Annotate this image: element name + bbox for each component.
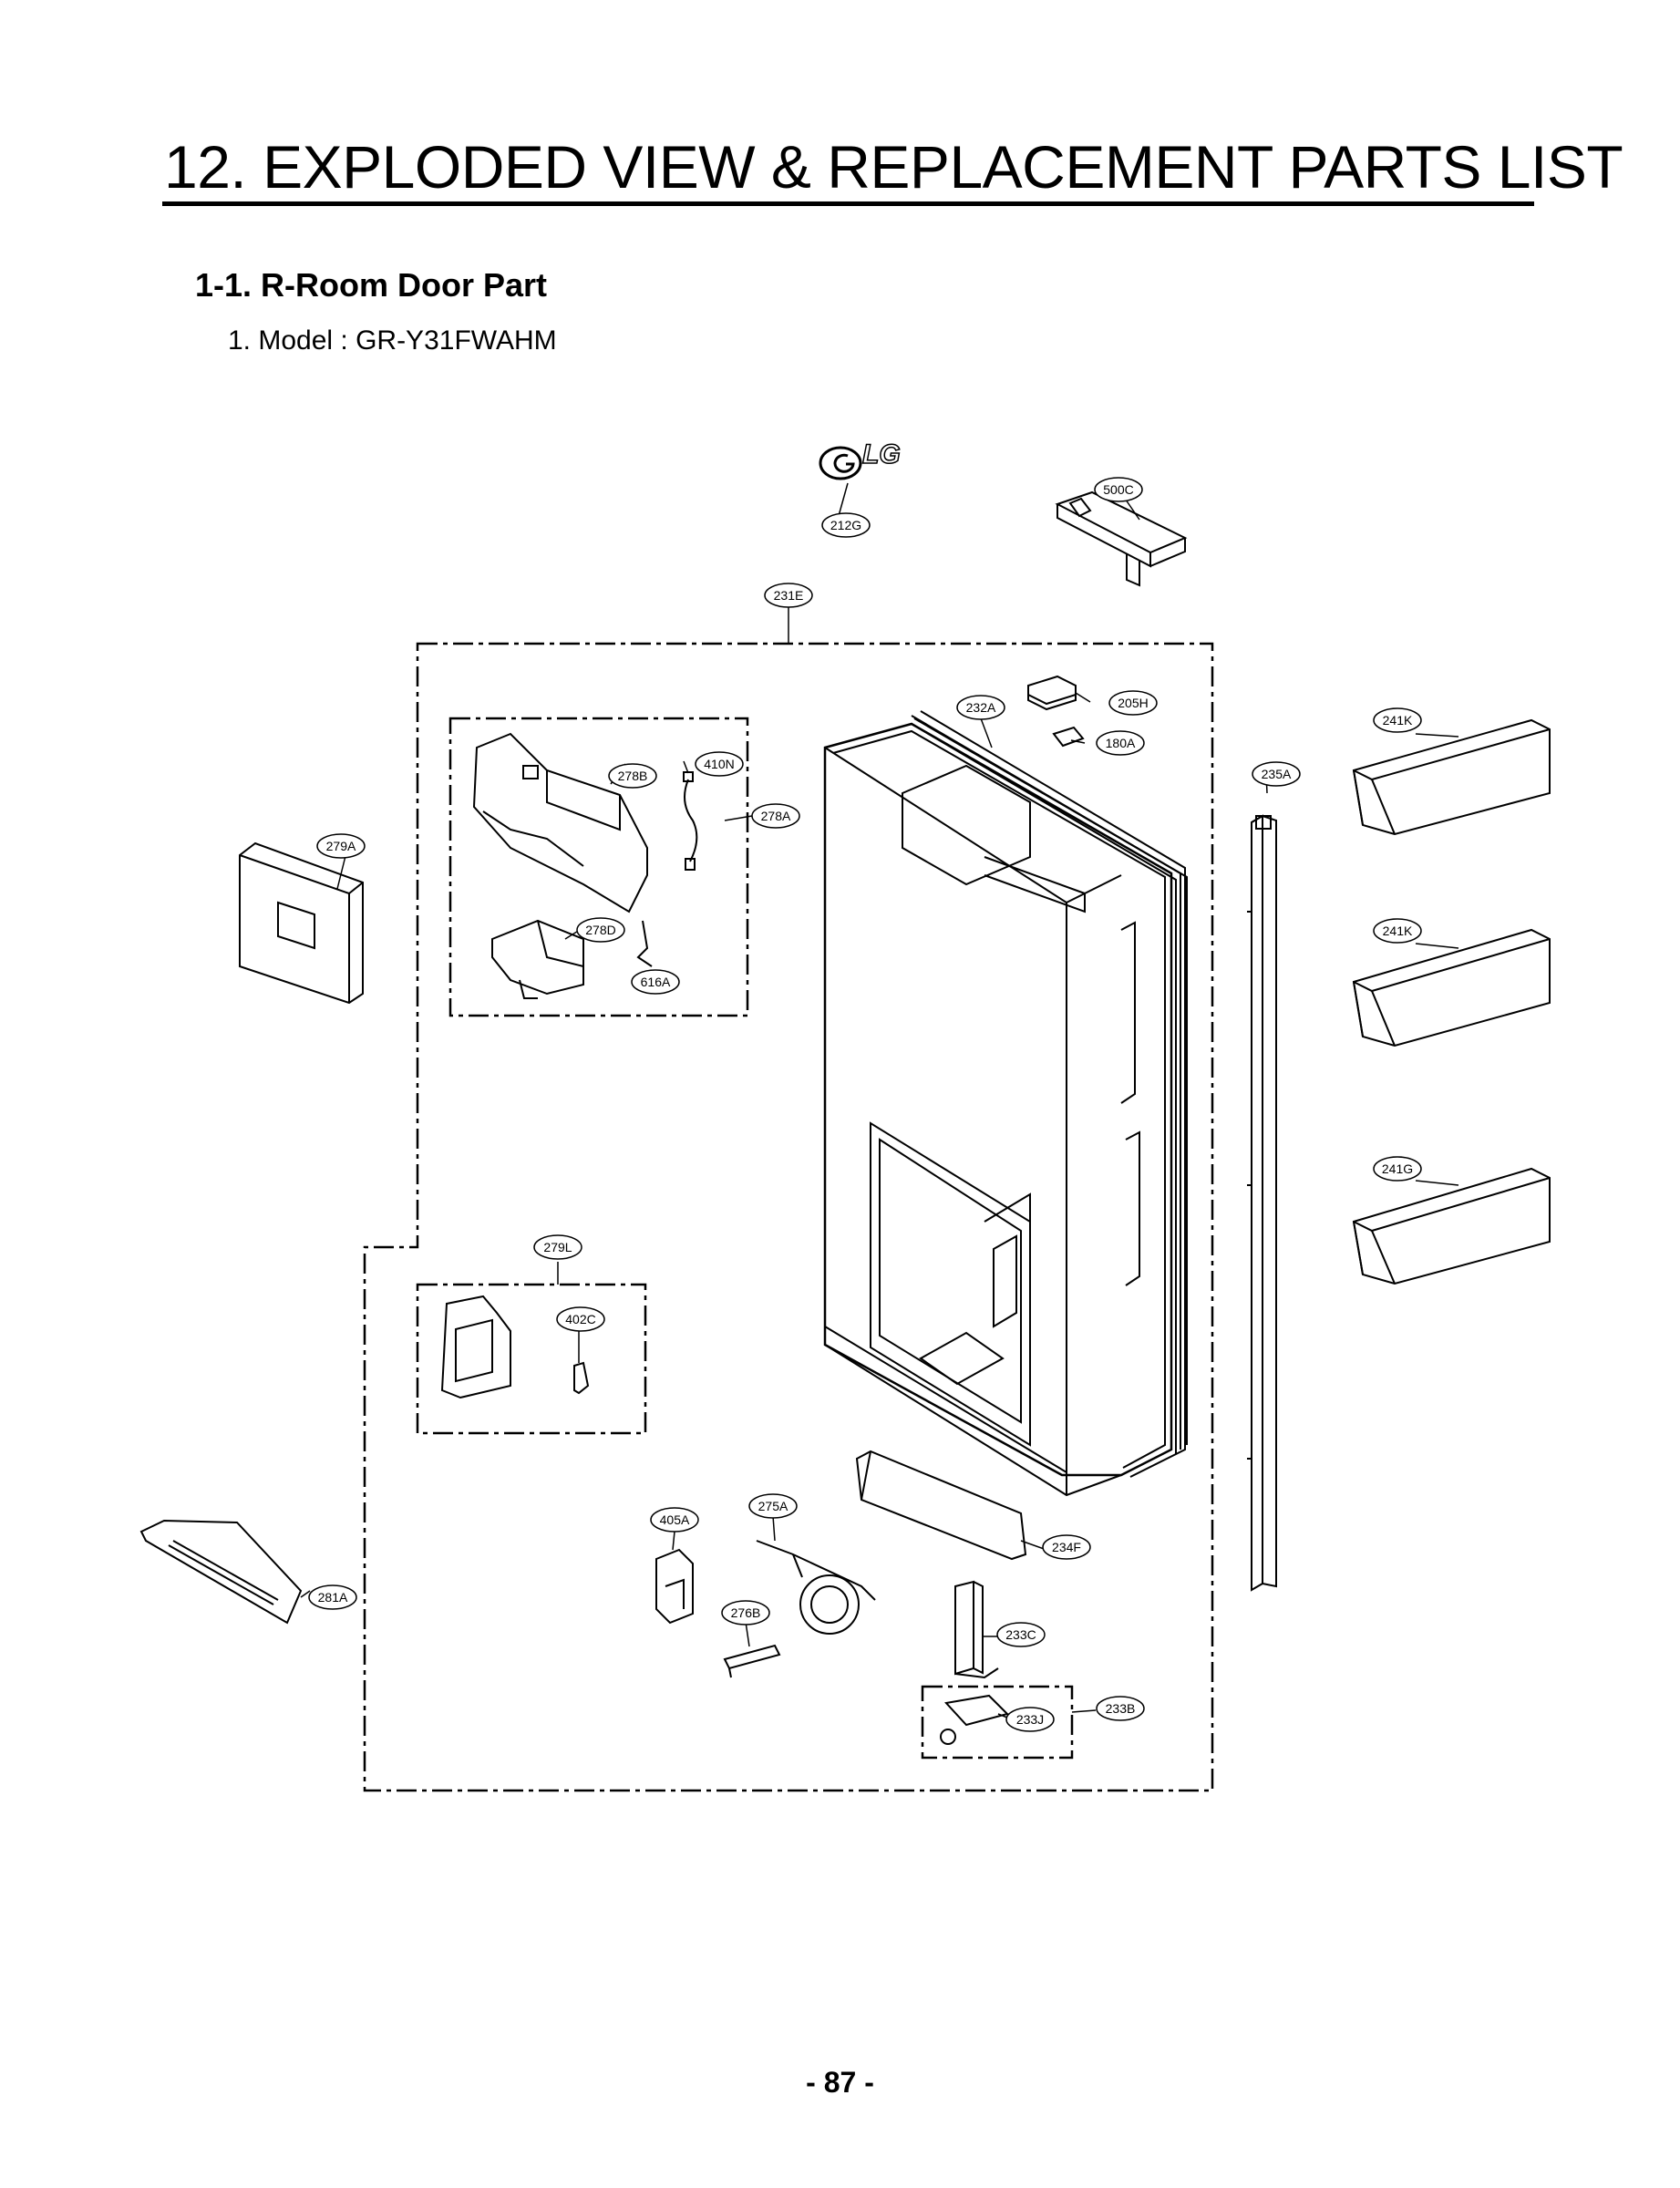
svg-text:241K: 241K (1383, 713, 1413, 728)
label-233C: 233C (996, 1622, 1046, 1647)
label-231E: 231E (764, 583, 813, 608)
model-line: 1. Model : GR-Y31FWAHM (228, 325, 557, 356)
label-500C: 500C (1094, 477, 1143, 502)
strip-235A (1247, 814, 1277, 1592)
label-281A: 281A (308, 1584, 357, 1610)
subassembly-279L-box (416, 1283, 647, 1435)
label-235A: 235A (1252, 761, 1301, 787)
section-heading: 1-1. R-Room Door Part (195, 266, 548, 304)
label-278A: 278A (751, 803, 800, 829)
gasket-232A (913, 710, 1188, 1478)
label-402C: 402C (556, 1306, 605, 1332)
svg-text:276B: 276B (731, 1605, 761, 1620)
svg-text:410N: 410N (704, 757, 734, 771)
label-405A: 405A (650, 1507, 699, 1533)
door-bin-241K-top (1352, 718, 1551, 836)
page-number: - 87 - (806, 2066, 874, 2099)
page-title: 12. EXPLODED VIEW & REPLACEMENT PARTS LI… (164, 133, 1623, 201)
bracket-500C (1055, 490, 1188, 587)
part-labels: 212G 500C 231E 232A 205H 180A 241K 235A (308, 477, 1422, 1732)
wire-harness-410N (683, 771, 698, 871)
cover-234F (855, 1450, 1027, 1561)
svg-text:233B: 233B (1106, 1701, 1136, 1716)
svg-text:233J: 233J (1016, 1712, 1044, 1727)
svg-text:278A: 278A (761, 809, 791, 823)
assembly-boundary (363, 642, 1214, 1792)
svg-text:616A: 616A (641, 975, 671, 989)
svg-text:402C: 402C (565, 1312, 595, 1326)
subassembly-278A-box (448, 717, 749, 1017)
hinge-pin-233J (940, 1694, 1009, 1745)
label-180A: 180A (1096, 730, 1145, 756)
housing-278B (472, 732, 648, 913)
lg-logo-part: LG (819, 439, 901, 480)
label-241K-middle: 241K (1373, 918, 1422, 944)
chute-278D (491, 919, 584, 999)
label-275A: 275A (748, 1493, 798, 1519)
svg-text:241G: 241G (1382, 1161, 1413, 1176)
subassembly-233B-box (921, 1685, 1074, 1760)
svg-text:405A: 405A (660, 1512, 690, 1527)
label-233J: 233J (1005, 1707, 1055, 1732)
part-180A (1052, 726, 1085, 748)
label-279L: 279L (533, 1234, 582, 1260)
label-205H: 205H (1108, 690, 1158, 716)
part-205H (1027, 675, 1077, 711)
label-410N: 410N (695, 751, 744, 777)
trim-281A (139, 1519, 303, 1625)
part-616A (636, 920, 653, 967)
svg-text:241K: 241K (1383, 924, 1413, 938)
label-241K-top: 241K (1373, 707, 1422, 733)
svg-text:278B: 278B (618, 769, 648, 783)
label-278B: 278B (608, 763, 657, 789)
part-276B (723, 1644, 781, 1678)
svg-text:212G: 212G (830, 518, 861, 532)
svg-text:235A: 235A (1262, 767, 1292, 781)
label-212G: 212G (821, 512, 871, 538)
svg-text:231E: 231E (774, 588, 804, 603)
label-279A: 279A (316, 833, 366, 859)
svg-text:180A: 180A (1106, 736, 1136, 750)
svg-text:233C: 233C (1005, 1627, 1036, 1642)
svg-text:275A: 275A (758, 1499, 788, 1513)
hinge-233C (954, 1580, 999, 1679)
svg-text:205H: 205H (1118, 696, 1148, 710)
frame-279L (440, 1295, 511, 1399)
switch-402C (573, 1361, 590, 1395)
door-bin-241G (1352, 1167, 1551, 1285)
leader-lines (300, 482, 1459, 1720)
bracket-405A (655, 1548, 694, 1625)
svg-text:281A: 281A (318, 1590, 348, 1605)
label-233B: 233B (1096, 1696, 1145, 1721)
label-278D: 278D (576, 917, 625, 943)
svg-text:279L: 279L (543, 1240, 572, 1254)
lg-logo-text: LG (862, 439, 901, 470)
label-616A: 616A (631, 969, 680, 995)
label-234F: 234F (1042, 1534, 1091, 1560)
svg-text:500C: 500C (1103, 482, 1133, 497)
svg-text:279A: 279A (326, 839, 356, 853)
svg-text:232A: 232A (966, 700, 996, 715)
label-276B: 276B (721, 1600, 770, 1626)
svg-text:278D: 278D (585, 923, 615, 937)
motor-275A (756, 1540, 876, 1635)
door-bin-241K-middle (1352, 928, 1551, 1048)
label-232A: 232A (956, 695, 1005, 720)
title-underline (162, 201, 1534, 206)
svg-text:234F: 234F (1052, 1540, 1081, 1554)
label-241G: 241G (1373, 1156, 1422, 1182)
dispenser-cover-279A (239, 841, 364, 1005)
